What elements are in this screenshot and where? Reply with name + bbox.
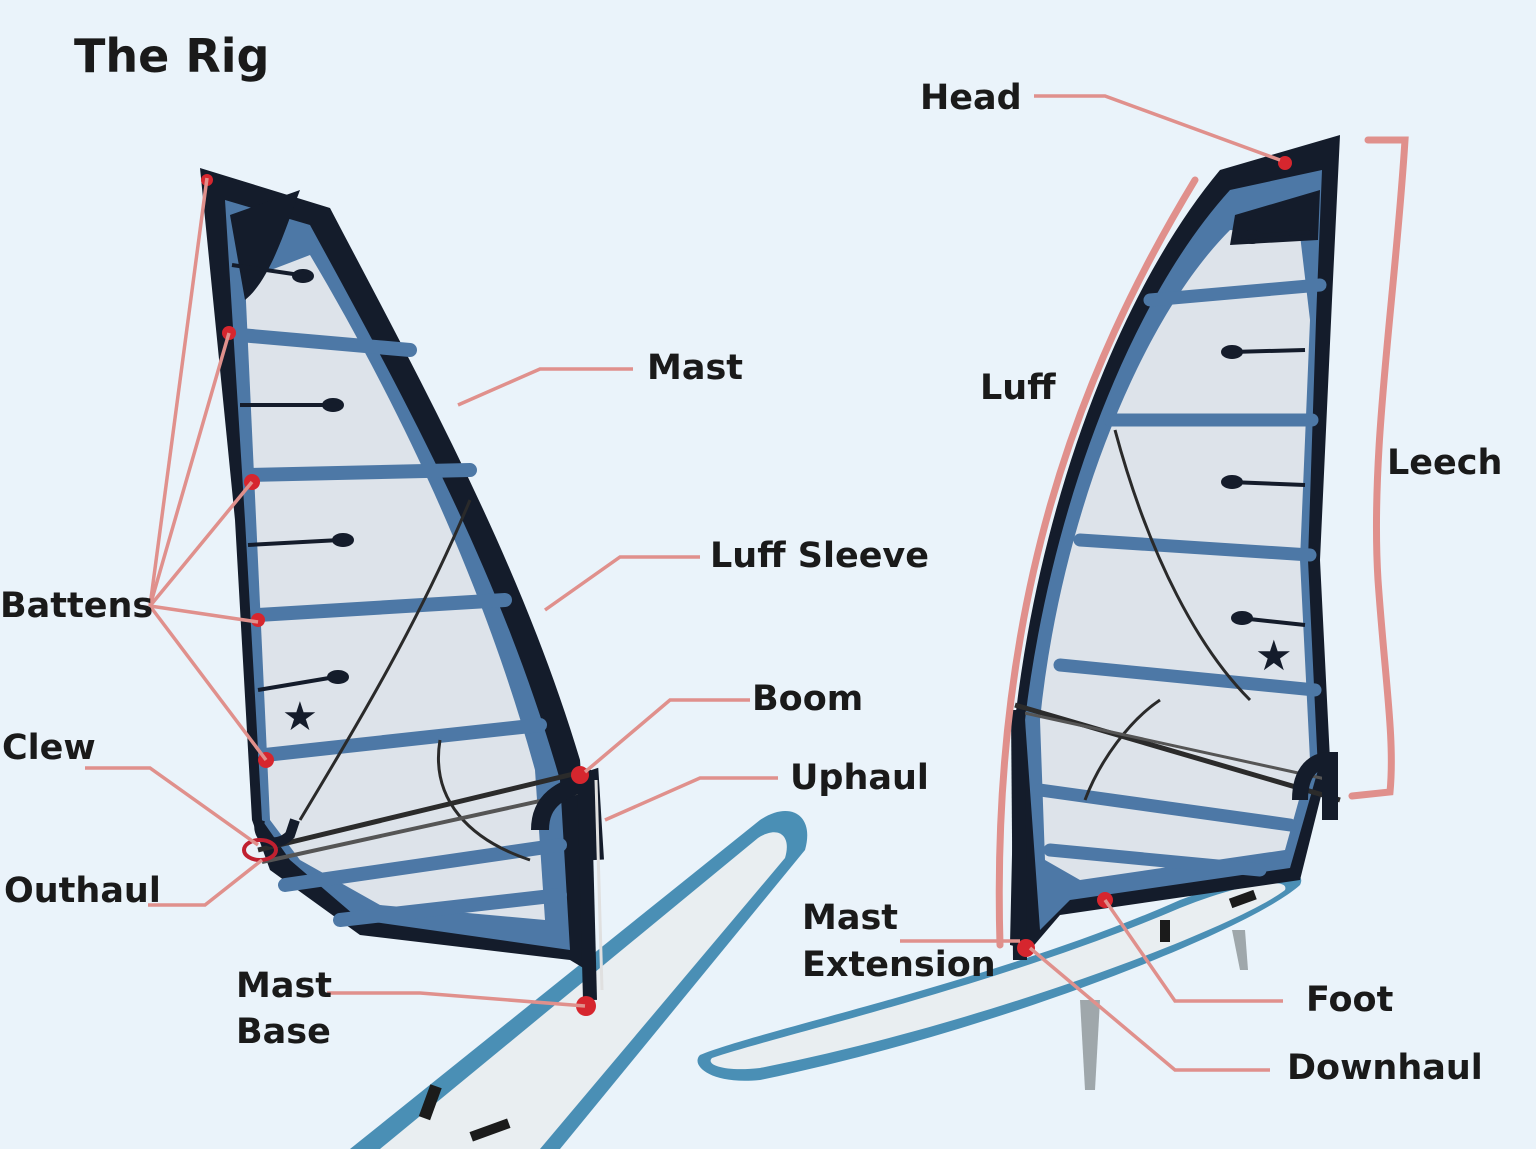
label-mast-extension-line1: Mast — [802, 898, 899, 938]
luff-leech-brackets — [995, 136, 1409, 949]
svg-text:★: ★ — [282, 694, 318, 740]
label-head: Head — [920, 78, 1022, 118]
label-mast-base-line2: Base — [236, 1012, 331, 1052]
leader-lines — [85, 94, 1283, 1072]
diagram-title: The Rig — [74, 29, 270, 83]
right-sail: ★ — [1010, 135, 1341, 961]
label-foot: Foot — [1306, 980, 1394, 1020]
left-sail: ★ — [200, 168, 604, 1016]
label-boom: Boom — [752, 679, 864, 719]
label-luff: Luff — [980, 368, 1056, 408]
label-mast-extension-line2: Extension — [802, 945, 996, 985]
label-mast-base-line1: Mast — [236, 966, 333, 1006]
label-uphaul: Uphaul — [790, 758, 929, 798]
leech-bracket — [1348, 136, 1409, 800]
label-luff-sleeve: Luff Sleeve — [710, 536, 929, 576]
label-leech: Leech — [1387, 443, 1503, 483]
label-mast: Mast — [647, 348, 744, 388]
label-clew: Clew — [2, 728, 96, 768]
right-board — [697, 873, 1302, 1090]
label-downhaul: Downhaul — [1287, 1048, 1483, 1088]
label-outhaul: Outhaul — [4, 871, 161, 911]
label-battens: Battens — [0, 586, 154, 626]
luff-bracket — [995, 176, 1199, 949]
svg-text:★: ★ — [1255, 631, 1293, 680]
